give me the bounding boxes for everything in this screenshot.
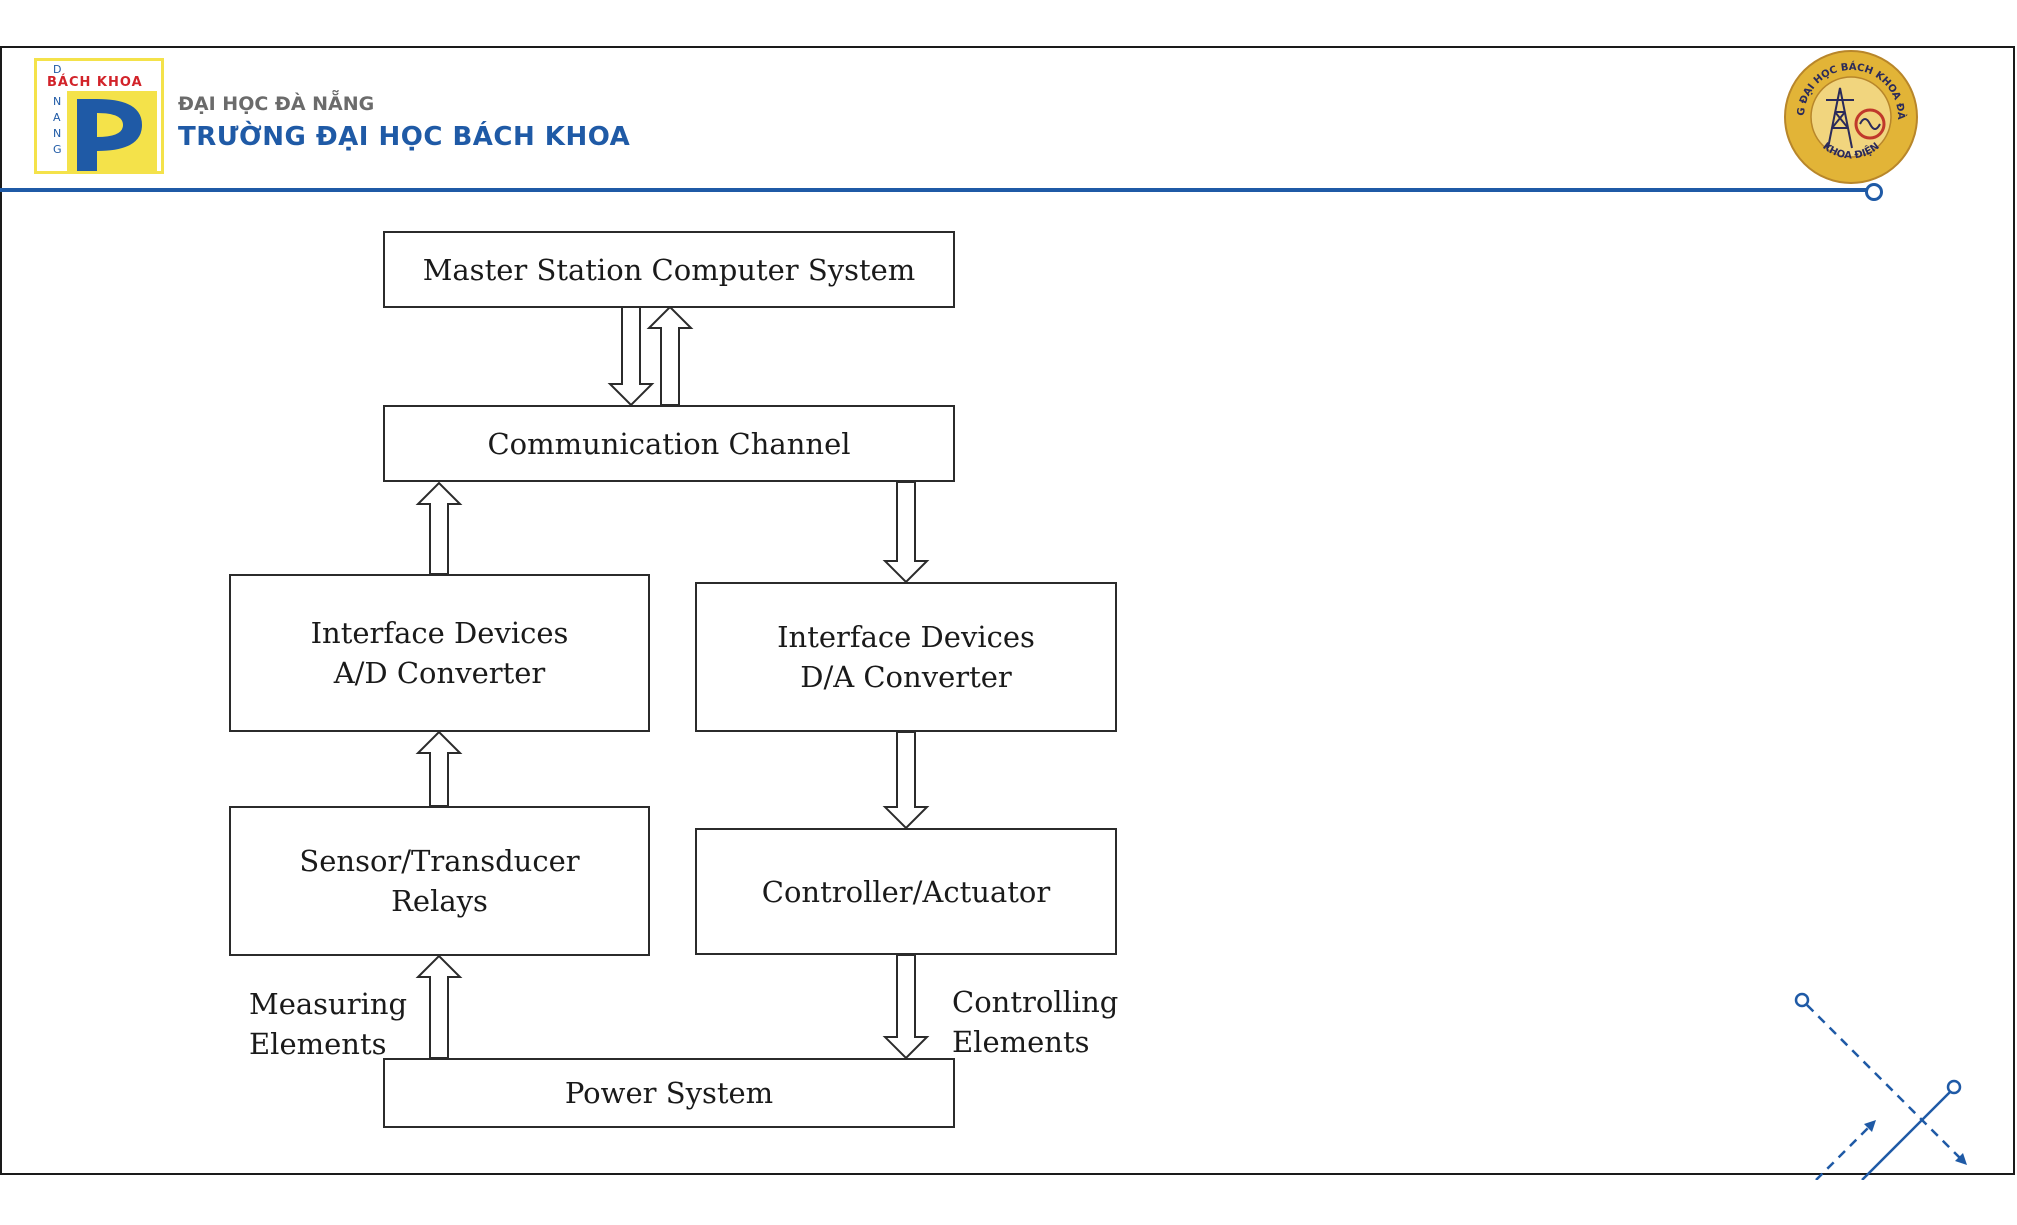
logo-letter: D: [53, 63, 62, 76]
interface-ad-label-line1: Interface Devices: [310, 616, 569, 650]
deco-arrowhead-icon: [1864, 1120, 1876, 1132]
communication-channel-box: Communication Channel: [383, 405, 955, 482]
arrow-up-ad-to-comm: [415, 481, 463, 575]
controller-actuator-label: Controller/Actuator: [761, 874, 1051, 909]
controlling-label-line1: Controlling: [952, 985, 1119, 1019]
logo-letter: A: [53, 111, 61, 124]
measuring-elements-label: Measuring Elements: [249, 984, 407, 1064]
interface-da-box: Interface Devices D/A Converter: [695, 582, 1117, 732]
deco-dashed-line-icon: [1815, 1123, 1873, 1180]
university-subtitle: ĐẠI HỌC ĐÀ NẴNG: [178, 93, 375, 115]
communication-channel-label: Communication Channel: [487, 426, 851, 461]
interface-ad-box: Interface Devices A/D Converter: [229, 574, 650, 732]
deco-solid-line-icon: [1861, 1091, 1951, 1180]
deco-node-icon: [1946, 1079, 1962, 1095]
master-station-box: Master Station Computer System: [383, 231, 955, 308]
arrow-up-comm-to-master: [646, 305, 694, 406]
interface-da-label-line2: D/A Converter: [800, 660, 1012, 694]
arrow-down-da-to-controller: [882, 731, 930, 830]
arrow-down-comm-to-da: [882, 481, 930, 584]
logo-text: BÁCH KHOA: [47, 75, 143, 90]
controller-actuator-box: Controller/Actuator: [695, 828, 1117, 955]
arrow-down-controller-to-power: [882, 954, 930, 1060]
deco-arrowhead-icon: [1955, 1153, 1967, 1165]
header-rule: [0, 188, 1874, 192]
interface-ad-label-line2: A/D Converter: [333, 656, 546, 690]
sensor-label-line2: Relays: [391, 884, 488, 918]
logo-letter: N: [53, 127, 62, 140]
controlling-label-line2: Elements: [952, 1025, 1090, 1059]
deco-dashed-line-icon: [1806, 1004, 1963, 1161]
deco-node-icon: [1794, 992, 1810, 1008]
logo-letter: N: [53, 95, 62, 108]
faculty-seal: TRƯỜNG ĐẠI HỌC BÁCH KHOA ĐÀ NẴNG KHOA ĐI…: [1782, 48, 1918, 184]
measuring-label-line2: Elements: [249, 1027, 387, 1061]
sine-icon: [1854, 108, 1886, 140]
controlling-elements-label: Controlling Elements: [952, 982, 1118, 1062]
arrow-down-master-to-comm: [607, 306, 655, 407]
measuring-label-line1: Measuring: [249, 987, 408, 1021]
sensor-transducer-box: Sensor/Transducer Relays: [229, 806, 650, 956]
arrow-up-power-to-sensor: [415, 954, 463, 1059]
logo-mark-icon: [67, 91, 157, 171]
university-logo: BÁCH KHOA D N A N G: [34, 58, 164, 174]
logo-letter: G: [53, 143, 62, 156]
sensor-label-line1: Sensor/Transducer: [299, 844, 580, 878]
header-rule-dot: [1865, 183, 1883, 201]
master-station-label: Master Station Computer System: [422, 252, 916, 287]
interface-da-label-line1: Interface Devices: [777, 620, 1035, 654]
university-title: TRƯỜNG ĐẠI HỌC BÁCH KHOA: [178, 122, 631, 152]
arrow-up-sensor-to-ad: [415, 730, 463, 807]
power-system-box: Power System: [383, 1058, 955, 1128]
corner-decoration: [1794, 992, 1967, 1180]
pylon-icon: [1826, 87, 1854, 149]
power-system-label: Power System: [564, 1076, 774, 1110]
